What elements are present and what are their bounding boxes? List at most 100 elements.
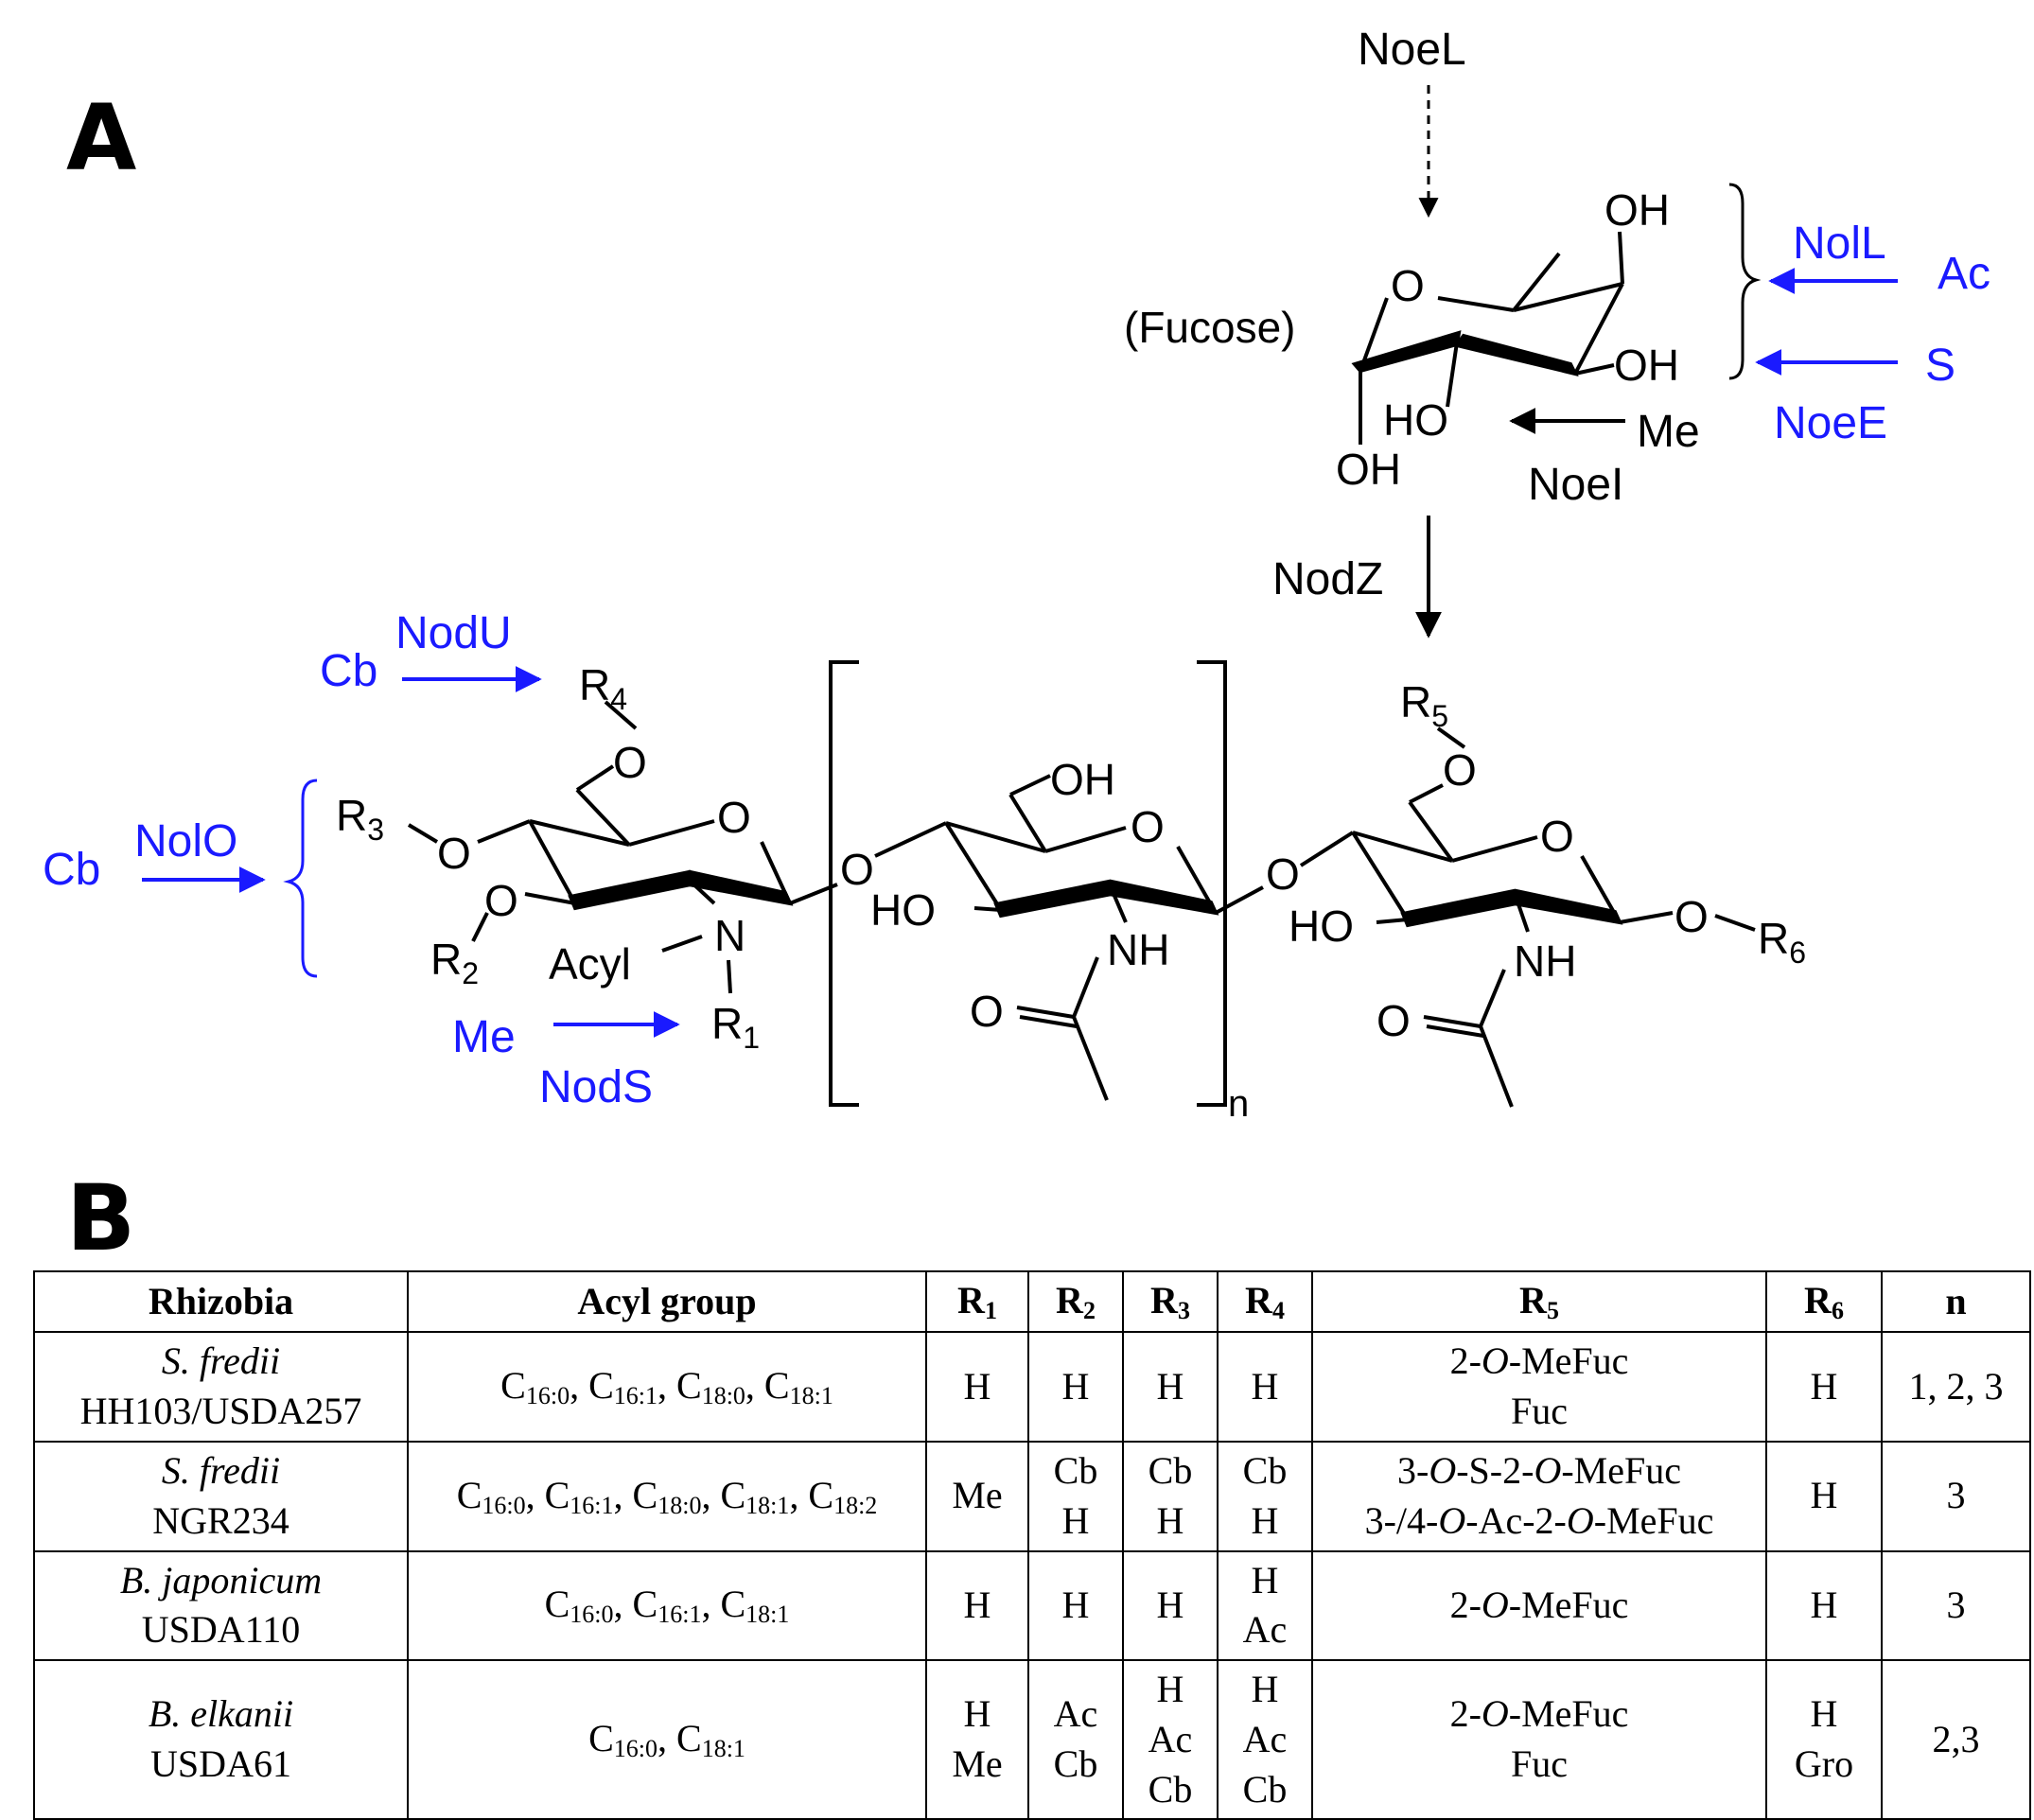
- fucose-ring-bond: [1573, 283, 1624, 375]
- o-r2-bond: [471, 912, 489, 942]
- fucose-ring-bond: [1359, 297, 1389, 372]
- acyl-chain: 18:2: [833, 1491, 878, 1519]
- wedge-bond: [1400, 888, 1519, 928]
- glycosidic-bond: [874, 821, 947, 858]
- acyl-cell: C16:0, C16:1, C18:1: [407, 1549, 927, 1662]
- header-main: R: [1519, 1279, 1547, 1321]
- c2-nh-bond: [1110, 888, 1128, 923]
- acyl-chain: 16:1: [613, 1381, 658, 1409]
- r1-cell: Me: [925, 1440, 1029, 1552]
- anomeric-o: O: [1675, 892, 1709, 941]
- header-cell: R2: [1027, 1269, 1124, 1334]
- c3-ho-bond: [973, 906, 1002, 912]
- r2-cell: H: [1027, 1331, 1124, 1443]
- enzyme-noel: NoeL: [1358, 25, 1466, 75]
- c-o-double-bond: [1426, 1024, 1484, 1038]
- nodu-group: Cb: [320, 646, 377, 696]
- glycosidic-o-2: O: [1266, 849, 1300, 899]
- r5-cell: 2-O-MeFuc: [1311, 1549, 1767, 1662]
- fucose-oh-bond: [1574, 363, 1615, 376]
- r3-cell: H: [1122, 1331, 1219, 1443]
- c4-o: O: [437, 829, 471, 878]
- r4-cell-line: Ac: [1242, 1717, 1288, 1760]
- r5-segment: -MeFuc: [1508, 1583, 1629, 1626]
- header-main: R: [1150, 1279, 1178, 1321]
- fucose-ring-bond: [1437, 296, 1515, 312]
- r5-segment: 3-: [1397, 1448, 1429, 1492]
- r5-line: Fuc: [1319, 1387, 1760, 1437]
- nod-factor-structure-diagram: OH OH HO OH O (Fucose) NoeL Me NoeI NolL…: [43, 25, 1990, 1125]
- ring-bond: [1351, 831, 1410, 921]
- species-name: S. fredii: [161, 1339, 281, 1383]
- r2-cell-line: H: [1061, 1583, 1090, 1626]
- noee-group: S: [1925, 341, 1955, 391]
- r5-segment: O: [1481, 1692, 1509, 1736]
- r2-label: R2: [430, 935, 479, 990]
- header-cell: R1: [925, 1269, 1029, 1334]
- acyl-carbon: C: [544, 1473, 570, 1516]
- panel-a-label: A: [66, 85, 137, 191]
- r2-cell-line: Cb: [1053, 1742, 1098, 1786]
- reducing-glcnac-atoms: O O R5 HO NH O O R6: [1289, 677, 1806, 1045]
- r3-cell-line: H: [1156, 1364, 1184, 1408]
- repeating-glcnac: [829, 660, 1264, 1107]
- header-cell: R6: [1765, 1269, 1883, 1334]
- r1-cell-line: Me: [952, 1742, 1003, 1786]
- r4-label: R4: [579, 660, 627, 716]
- anomeric-bond: [1619, 911, 1674, 924]
- strain-name: USDA61: [150, 1742, 291, 1786]
- header-subscript: 3: [1177, 1297, 1190, 1324]
- carbonyl-o: O: [970, 987, 1004, 1036]
- acyl-chain: 16:0: [482, 1491, 526, 1519]
- fucose-ring-o: O: [1391, 261, 1425, 310]
- r6-label: R6: [1758, 914, 1806, 970]
- nolo-brace: [283, 779, 318, 978]
- acyl-carbon: C: [544, 1583, 570, 1626]
- header-cell: Acyl group: [407, 1269, 927, 1334]
- header-cell: R4: [1217, 1269, 1313, 1334]
- fucose-wedge-bond: [1351, 330, 1462, 374]
- fucose-label: (Fucose): [1124, 303, 1295, 352]
- nh-atom: NH: [1107, 925, 1169, 974]
- ring-bond: [528, 820, 577, 904]
- r1-cell-line: H: [963, 1692, 991, 1736]
- strain-name: NGR234: [152, 1498, 289, 1542]
- r6-cell: H: [1765, 1440, 1883, 1552]
- ring-bond: [529, 819, 630, 847]
- n-cell: 3: [1881, 1549, 2031, 1662]
- wedge-bond: [993, 879, 1114, 919]
- wedge-bond: [1511, 888, 1623, 925]
- c6-o: O: [1443, 745, 1477, 795]
- header-main: Rhizobia: [148, 1279, 294, 1322]
- acyl-carbon: C: [632, 1583, 658, 1626]
- r2-cell-line: H: [1061, 1364, 1090, 1408]
- acyl-chain: 16:0: [525, 1381, 570, 1409]
- r6-cell: H: [1765, 1331, 1883, 1443]
- c-o-bond: [1423, 1015, 1482, 1028]
- r6-cell-line: H: [1810, 1692, 1838, 1736]
- r5-line: Fuc: [1319, 1740, 1760, 1790]
- r3-cell-line: H: [1156, 1583, 1184, 1626]
- non-reducing-glcnac-atoms: O O R4 O R3 O R2 N Acyl R1 O: [336, 660, 874, 1055]
- r3-cell-line: Ac: [1148, 1717, 1193, 1760]
- acyl-chain: 16:1: [658, 1601, 702, 1629]
- strain-name: HH103/USDA257: [79, 1390, 362, 1433]
- acyl-chain: 18:0: [701, 1381, 745, 1409]
- c6-o: O: [613, 738, 647, 787]
- r3-label: R3: [336, 791, 384, 847]
- r6-cell-line: Gro: [1794, 1742, 1854, 1786]
- glycosidic-o-1: O: [840, 845, 874, 894]
- enzyme-noee: NoeE: [1774, 398, 1887, 448]
- nh-co-bond: [1072, 956, 1099, 1018]
- non-reducing-glcnac: [407, 700, 838, 994]
